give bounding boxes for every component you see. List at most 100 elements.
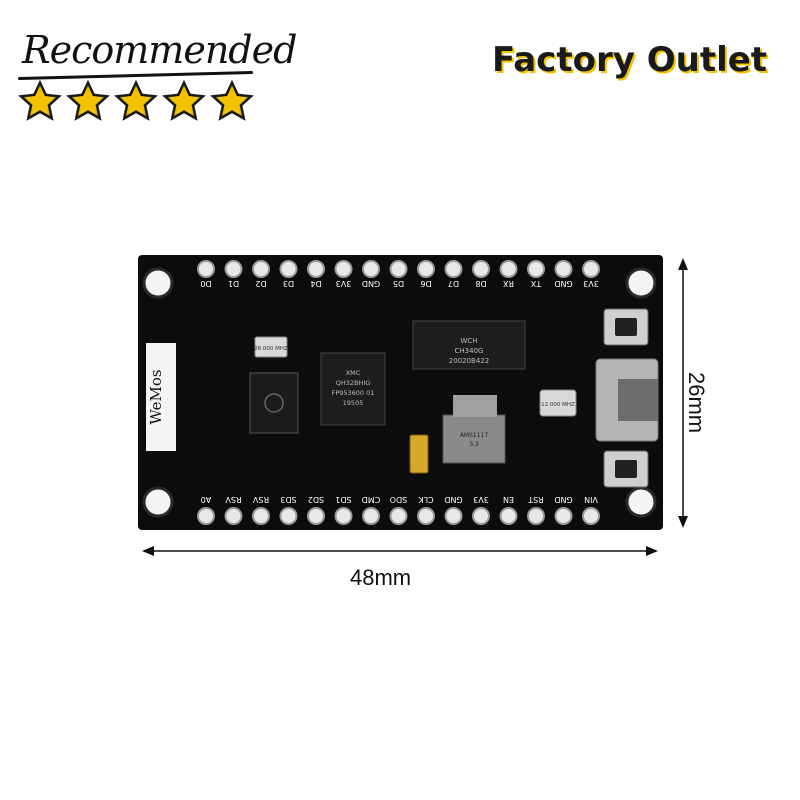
pin-label: EN xyxy=(503,495,514,504)
usb-opening xyxy=(618,379,658,421)
header-pin xyxy=(472,260,490,278)
header-pin xyxy=(554,507,573,525)
espressif-logo-icon xyxy=(264,393,284,413)
wemos-logo: WeMos xyxy=(147,369,165,424)
esp8266-chip xyxy=(249,372,299,434)
pin-label: CLK xyxy=(418,495,434,504)
regulator-tab xyxy=(453,395,497,417)
height-dimension-arrow xyxy=(678,258,688,528)
reset-button-cap[interactable] xyxy=(615,460,637,478)
wemos-logo-panel xyxy=(146,343,176,451)
factory-outlet-title: Factory Outlet xyxy=(492,40,768,80)
header-pin xyxy=(252,260,270,278)
header-pin xyxy=(582,507,600,525)
header-pin xyxy=(279,260,298,278)
crystal-large-label: 12.000 MHZ xyxy=(541,402,575,408)
pin-label: 3V3 xyxy=(336,279,352,288)
pin-label: D3 xyxy=(283,279,294,288)
pin-label: A0 xyxy=(201,495,212,504)
header-pin xyxy=(444,260,463,278)
star-icon xyxy=(114,80,158,121)
bottom-pin-header xyxy=(197,507,600,525)
flash-button-cap[interactable] xyxy=(615,318,637,336)
header-pin xyxy=(197,260,215,278)
header-pin xyxy=(279,507,298,525)
pin-label: GND xyxy=(444,495,462,504)
pin-label: D2 xyxy=(255,279,266,288)
pin-label: RSV xyxy=(252,495,269,504)
pin-label: D0 xyxy=(200,279,211,288)
pin-label: D6 xyxy=(420,279,431,288)
height-label: 26mm xyxy=(684,372,709,434)
star-icon xyxy=(66,80,110,121)
pin-label: D1 xyxy=(228,279,239,288)
star-icon xyxy=(210,80,254,121)
pin-label: SD3 xyxy=(280,495,296,504)
pin-label: D4 xyxy=(310,279,321,288)
width-label: 48mm xyxy=(350,565,412,590)
header-pin xyxy=(582,260,600,278)
pin-label: 3V3 xyxy=(583,279,599,288)
pin-label: VIN xyxy=(584,495,598,504)
pin-label: RX xyxy=(502,279,514,288)
badge-underline xyxy=(18,70,253,81)
pin-label: GND xyxy=(554,495,572,504)
crystal-small xyxy=(254,336,288,358)
mount-hole xyxy=(142,267,174,299)
top-pin-header xyxy=(197,260,600,278)
header-pin xyxy=(197,507,215,525)
header-pin xyxy=(527,260,545,278)
bottom-pin-labels: A0 RSV RSV SD3 SD2 SD1 CMD SDO CLK GND 3V3 EN RST GND… xyxy=(201,495,598,504)
header-pin xyxy=(334,260,353,278)
pin-label: SD1 xyxy=(335,495,351,504)
header-pin xyxy=(472,507,490,525)
pcb-body xyxy=(138,255,663,530)
header-pin xyxy=(307,507,325,525)
width-dimension-arrow xyxy=(142,546,658,556)
mount-hole xyxy=(142,486,174,518)
pin-label: D7 xyxy=(448,279,459,288)
header-pin xyxy=(334,507,353,525)
header-pin xyxy=(252,507,270,525)
header-pin xyxy=(499,507,518,525)
header-pin xyxy=(527,507,545,525)
header-pin xyxy=(499,260,518,278)
header-pin xyxy=(389,507,408,525)
rating-stars xyxy=(18,80,254,124)
header-pin xyxy=(224,260,243,278)
pin-label: SD2 xyxy=(308,495,324,504)
pin-label: D8 xyxy=(475,279,486,288)
header-pin xyxy=(417,260,435,278)
pin-label: 3V3 xyxy=(473,495,489,504)
flash-chip xyxy=(320,352,386,426)
header-pin xyxy=(362,260,380,278)
pin-label: TX xyxy=(530,279,542,288)
mount-hole xyxy=(625,486,657,518)
header-pin xyxy=(444,507,463,525)
pin-label: RST xyxy=(528,495,544,504)
crystal-small-label: 26.000 MHZ xyxy=(254,346,288,352)
header-pin xyxy=(389,260,408,278)
star-icon xyxy=(162,80,206,121)
header-pin xyxy=(417,507,435,525)
voltage-regulator xyxy=(442,414,506,464)
header-pin xyxy=(224,507,243,525)
star-icon xyxy=(18,80,62,121)
crystal-large xyxy=(539,389,577,417)
header-pin xyxy=(362,507,380,525)
header-pin xyxy=(554,260,573,278)
pin-label: GND xyxy=(554,279,572,288)
pin-label: CMD xyxy=(362,495,381,504)
header-pin xyxy=(307,260,325,278)
recommended-badge-text: Recommended xyxy=(22,28,297,72)
pin-label: SDO xyxy=(390,495,408,504)
tantalum-capacitor xyxy=(409,434,429,474)
mount-hole xyxy=(625,267,657,299)
pin-label: D5 xyxy=(393,279,404,288)
pin-label: RSV xyxy=(225,495,242,504)
